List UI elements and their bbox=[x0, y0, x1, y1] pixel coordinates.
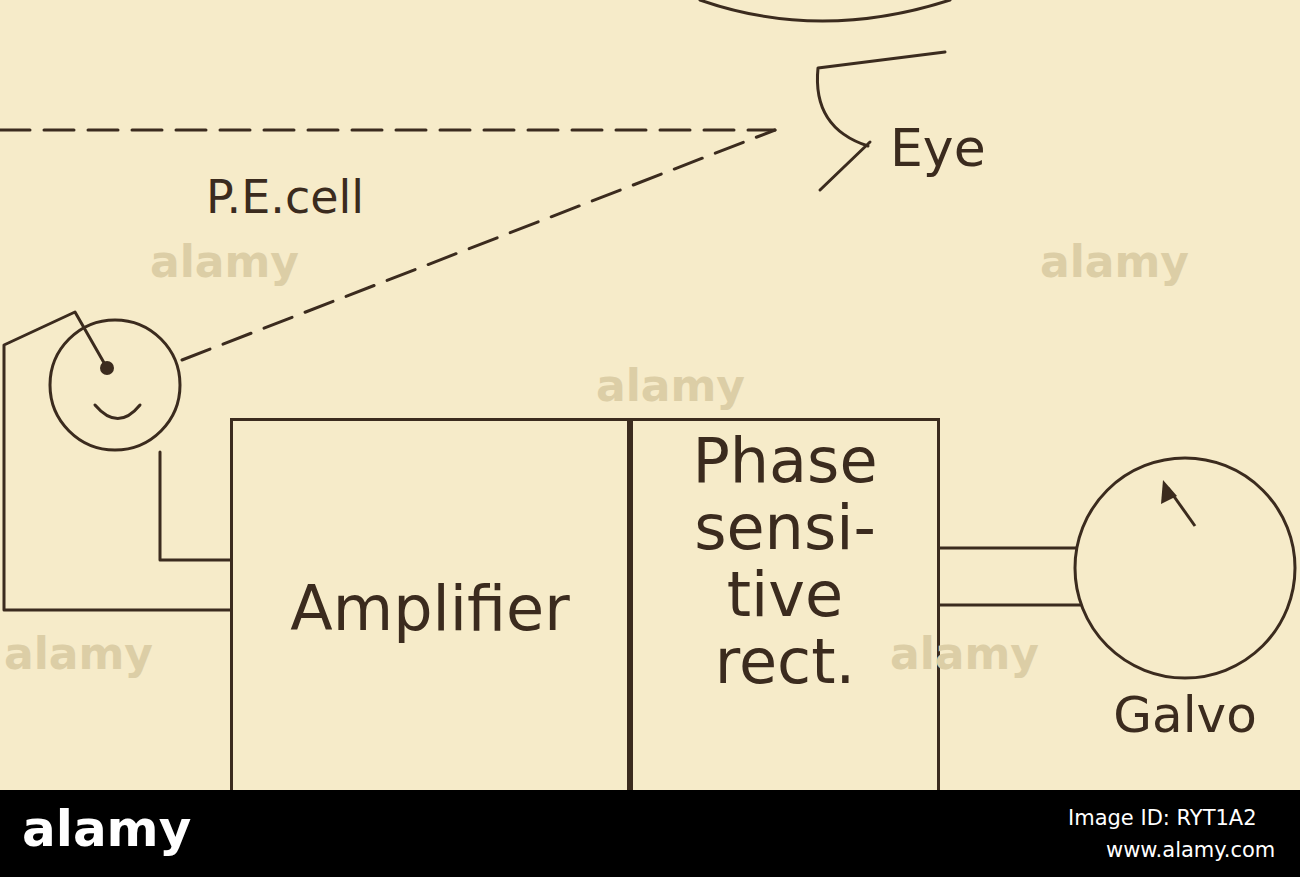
wire bbox=[940, 547, 1077, 550]
watermark-url: www.alamy.com bbox=[1106, 838, 1275, 862]
photocell-lead bbox=[160, 452, 230, 560]
watermark: alamy bbox=[890, 628, 1039, 679]
box-label: Phase sensi- tive rect. bbox=[675, 427, 895, 695]
watermark: alamy bbox=[150, 236, 299, 287]
watermark-logo: alamy bbox=[22, 800, 191, 858]
galvanometer-symbol bbox=[1065, 456, 1300, 684]
watermark: alamy bbox=[4, 628, 153, 679]
photocell-cathode bbox=[95, 405, 140, 419]
amplifier-box: Amplifier bbox=[230, 418, 630, 790]
image-id: Image ID: RYT1A2 bbox=[1068, 806, 1257, 830]
galvanometer: Galvo bbox=[1065, 456, 1300, 776]
photocell-anode-lead bbox=[4, 312, 230, 610]
wire bbox=[940, 604, 1081, 607]
galvanometer-dial bbox=[1075, 458, 1295, 678]
needle-head bbox=[1161, 480, 1177, 504]
box-label: Amplifier bbox=[290, 575, 569, 642]
light-ray bbox=[0, 129, 775, 132]
watermark: alamy bbox=[1040, 236, 1189, 287]
phase-sensitive-rectifier-box: Phase sensi- tive rect. bbox=[630, 418, 940, 790]
photocell-label: P.E.cell bbox=[206, 170, 364, 224]
meter-label: Galvo bbox=[1065, 688, 1300, 742]
eye-label: Eye bbox=[890, 118, 986, 178]
anode-dot bbox=[100, 361, 114, 375]
watermark-bar bbox=[0, 790, 1300, 877]
watermark: alamy bbox=[596, 360, 745, 411]
photocell bbox=[50, 320, 180, 450]
lens-edge bbox=[700, 0, 950, 21]
